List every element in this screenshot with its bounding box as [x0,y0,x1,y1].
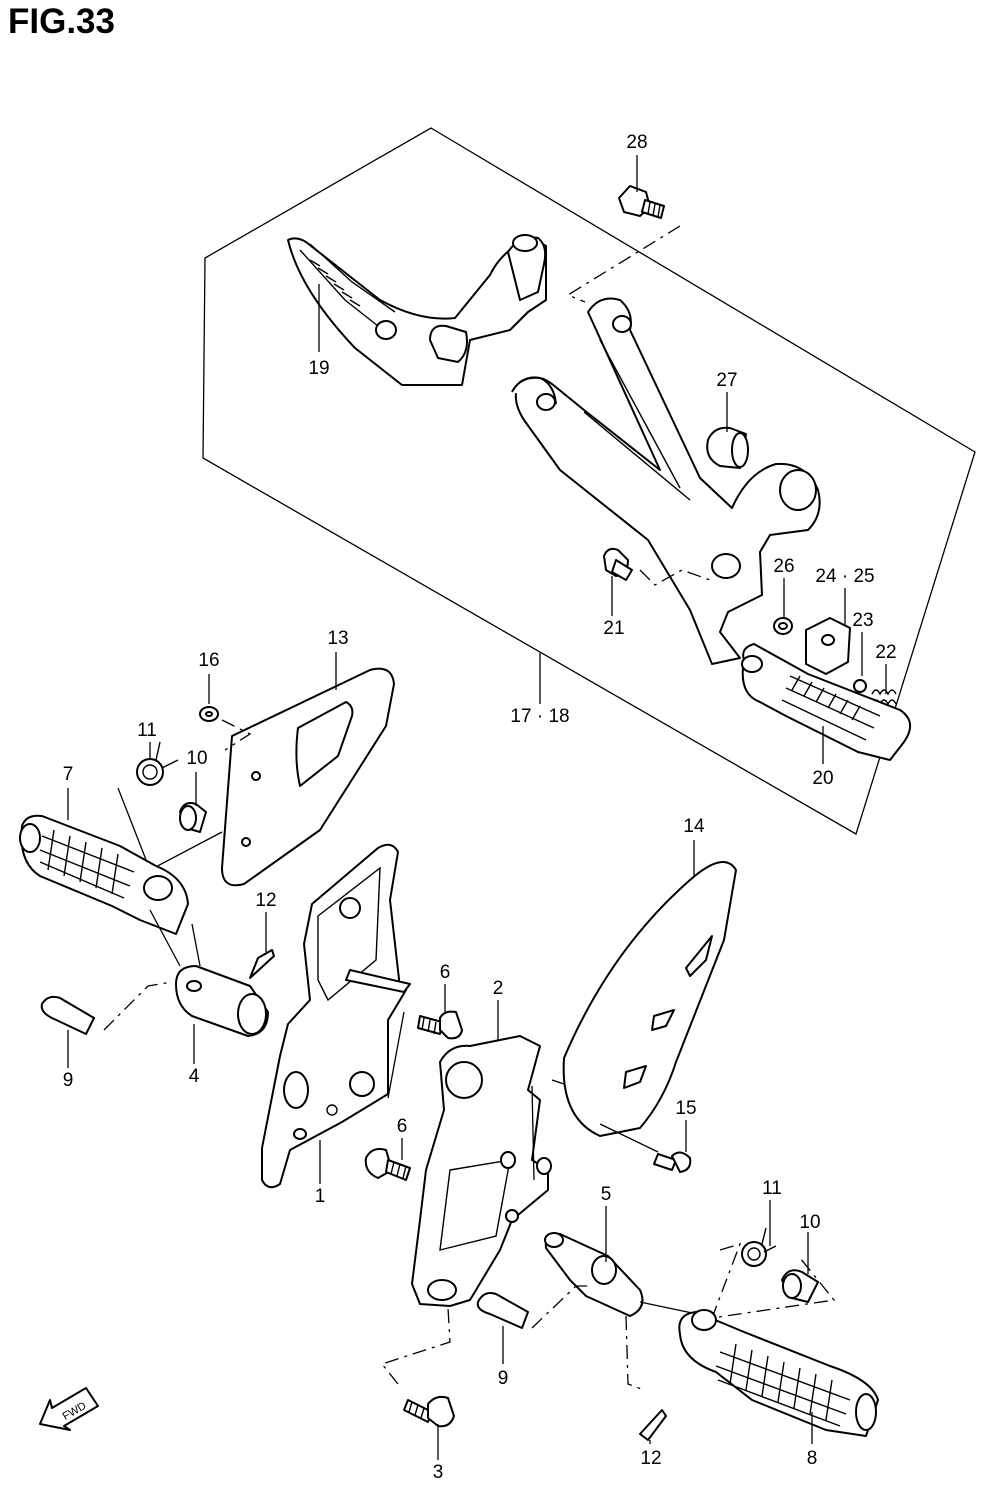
callout-3: 3 [433,1462,444,1483]
callout-14: 14 [683,816,705,837]
callout-10-right: 10 [799,1212,820,1233]
figure-title: FIG.33 [8,2,115,41]
callout-9-right: 9 [498,1368,509,1389]
fwd-arrow-icon: FWD [39,1387,99,1431]
pivot-collar-5-drawing [544,1232,644,1317]
callout-28: 28 [626,132,647,153]
bolt-6-upper-drawing [417,1010,463,1040]
callout-12-left: 12 [255,890,276,911]
callout-1: 1 [315,1186,326,1207]
callout-12-right: 12 [640,1448,661,1469]
footpeg-7-drawing [19,814,189,935]
bolt-3-drawing [403,1395,455,1428]
callout-6-lower: 6 [397,1116,408,1137]
collar-10-right-drawing [781,1269,819,1303]
callout-21: 21 [603,618,624,639]
screw-15-drawing [653,1151,692,1173]
footpeg-8-drawing [678,1309,879,1437]
cotter-pin-12-left-drawing [249,949,275,979]
collar-10-left-drawing [179,802,207,833]
bracket-1-drawing [261,843,411,1189]
pivot-collar-4-drawing [175,965,269,1037]
callout-8: 8 [807,1448,818,1469]
bracket-2-drawing [411,1035,552,1307]
circlip-26-drawing [773,617,793,635]
callout-11-right: 11 [762,1178,782,1199]
callout-27: 27 [716,370,737,391]
washer-16-drawing [199,706,219,722]
bushing-27-drawing [706,426,749,469]
pillion-footrest-19-drawing [287,234,547,386]
callout-13: 13 [327,628,348,649]
pin-9-right-drawing [476,1292,529,1329]
callout-20: 20 [812,768,833,789]
bolt-6-lower-drawing [364,1148,411,1181]
callout-15: 15 [675,1098,696,1119]
callout-26: 26 [773,556,794,577]
callout-4: 4 [189,1066,200,1087]
callout-11-left: 11 [137,720,157,741]
callout-24-25: 24 · 25 [815,566,874,587]
spring-11-left-drawing [136,741,179,786]
callout-9-left: 9 [63,1070,74,1091]
plate-24-25-drawing [805,617,851,675]
spring-11-right-drawing [741,1227,777,1267]
callout-6-upper: 6 [440,962,451,983]
bolt-28-drawing [618,185,665,219]
cotter-pin-12-right-drawing [639,1409,667,1441]
callout-23: 23 [852,610,873,631]
pin-21-drawing [603,547,633,581]
leader-lines [67,155,887,1460]
heel-guard-13-drawing [221,667,395,887]
callout-7: 7 [63,764,74,785]
callout-2: 2 [493,978,504,999]
callout-19: 19 [308,358,329,379]
callout-labels: 28 19 27 26 24 · 25 21 23 22 17 · 18 20 … [63,132,897,1483]
pin-9-left-drawing [40,995,95,1035]
callout-10-left: 10 [186,748,207,769]
callout-5: 5 [601,1184,612,1205]
callout-17-18: 17 · 18 [510,706,569,727]
footrest-bracket-17-drawing [511,297,821,665]
assembly-box-outline [202,127,976,835]
ball-23-drawing [853,679,867,693]
footpeg-20-drawing [741,643,911,761]
heel-guard-14-drawing [562,861,737,1137]
callout-16: 16 [198,650,219,671]
callout-22: 22 [875,642,896,663]
